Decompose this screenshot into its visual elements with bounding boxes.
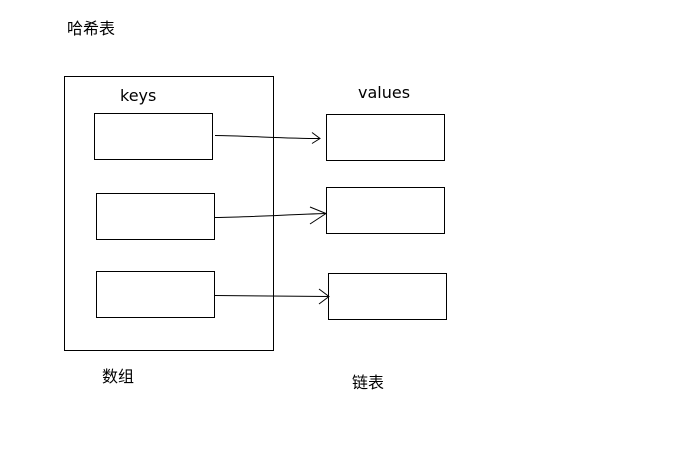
linked-list-label: 链表 (352, 373, 385, 392)
values-label: values (358, 83, 411, 102)
key-box-3 (96, 271, 215, 318)
diagram-title: 哈希表 (67, 19, 116, 38)
array-label: 数组 (102, 367, 135, 386)
key-box-1 (94, 113, 213, 160)
keys-label: keys (120, 86, 157, 105)
value-box-1 (326, 114, 445, 161)
arrow-head (309, 206, 328, 225)
key-box-2 (96, 193, 215, 240)
arrow-head (311, 132, 321, 144)
value-box-2 (326, 187, 445, 234)
value-box-3 (328, 273, 447, 320)
